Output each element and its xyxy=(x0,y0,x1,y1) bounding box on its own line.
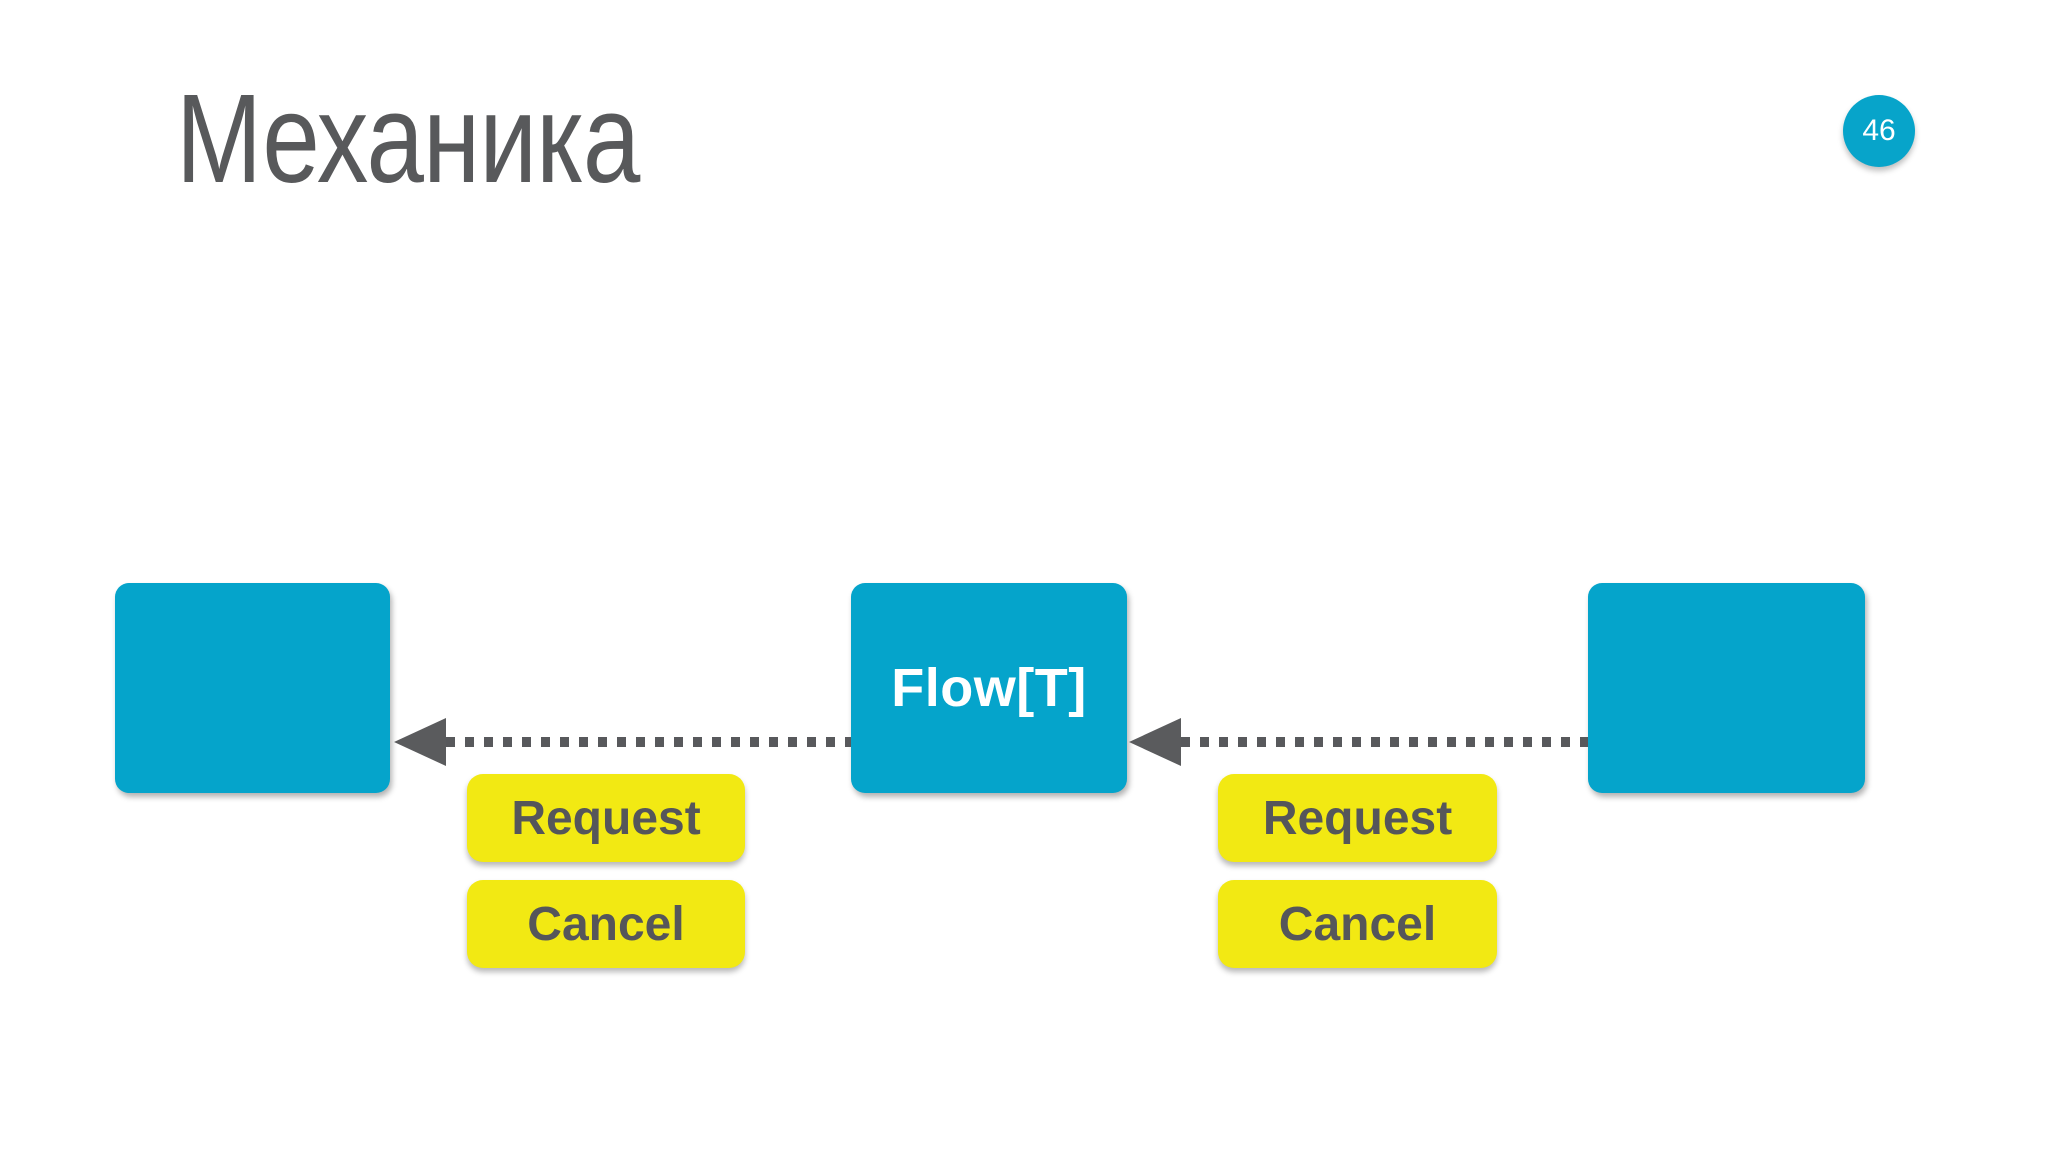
dotted-arrow-line-right xyxy=(1181,737,1588,747)
node-flow-box: Flow[T] xyxy=(851,583,1127,793)
node-right-box xyxy=(1588,583,1865,793)
cancel-label-left: Cancel xyxy=(467,880,745,968)
request-label-right: Request xyxy=(1218,774,1497,862)
dotted-arrow-line-left xyxy=(446,737,851,747)
page-number-badge: 46 xyxy=(1843,95,1915,167)
arrowhead-left-icon xyxy=(394,718,446,766)
cancel-label-right: Cancel xyxy=(1218,880,1497,968)
arrowhead-right-icon xyxy=(1129,718,1181,766)
node-left-box xyxy=(115,583,390,793)
flow-node-label: Flow[T] xyxy=(891,658,1087,718)
page-title: Механика xyxy=(176,68,640,209)
request-label-left: Request xyxy=(467,774,745,862)
page-number-label: 46 xyxy=(1862,114,1896,147)
